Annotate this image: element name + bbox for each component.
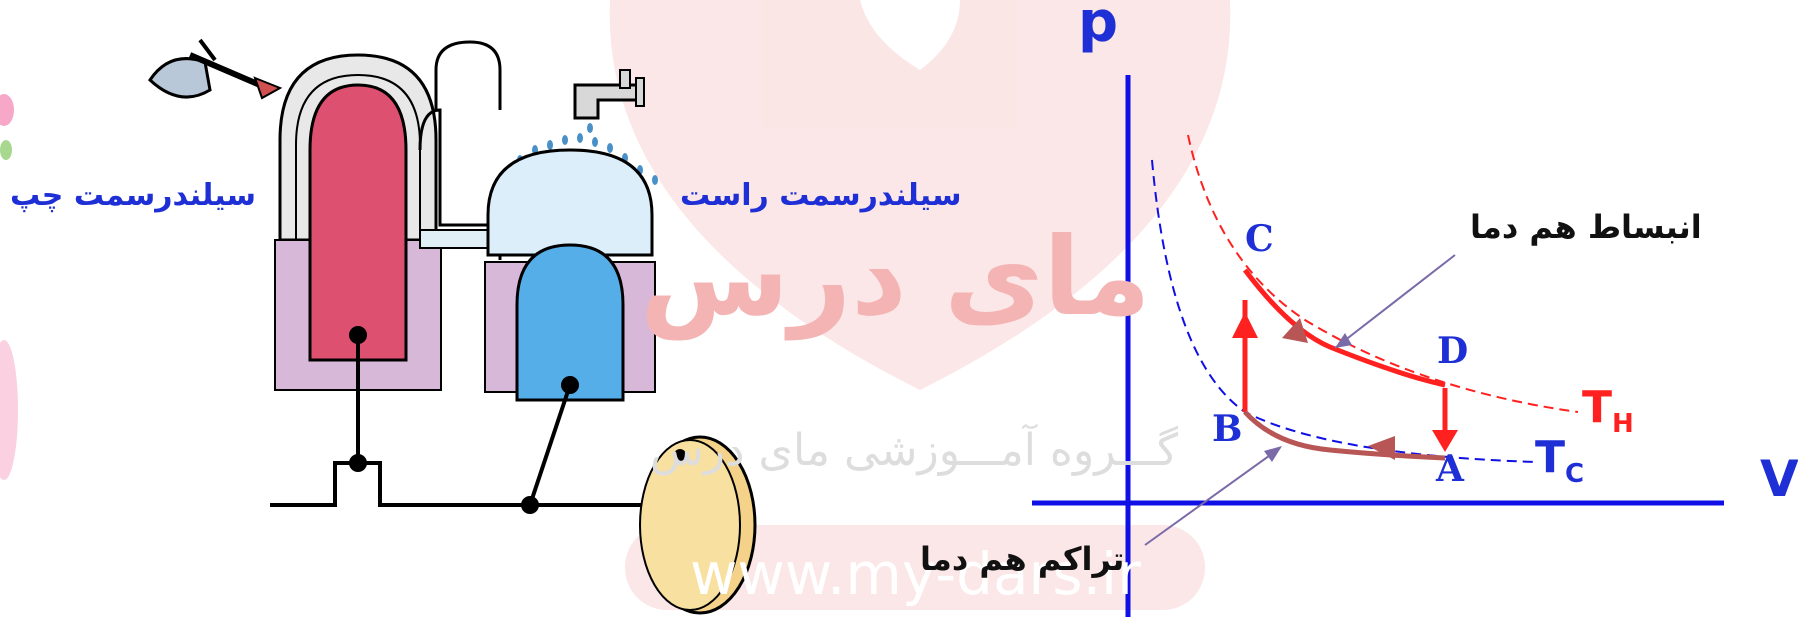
pv-diagram: [1032, 75, 1724, 617]
stirling-engine: [148, 38, 757, 615]
arrow-d-to-a: [1432, 430, 1458, 452]
temp-cold-subscript: C: [1565, 458, 1585, 489]
path-c-to-d: [1243, 268, 1446, 388]
water-tap-icon: [573, 69, 645, 120]
burner-icon: [148, 38, 283, 100]
watermark-logo-shape: [609, 0, 1231, 390]
watermark-url-pill: [625, 525, 1205, 610]
watermark-group-text: گـــروه آمـــوزشی مای درس: [650, 425, 1179, 476]
flywheel: [639, 435, 757, 615]
label-isothermal-compression: تراکم هم دما: [920, 540, 1125, 578]
temp-label-cold: TC: [1535, 432, 1584, 489]
watermark-url: www.my-dars.ir: [690, 540, 1141, 608]
point-label-c: C: [1245, 218, 1274, 260]
pointer-expansion: [1334, 254, 1456, 349]
left-cylinder: [274, 53, 442, 391]
flower-decoration: [0, 94, 18, 480]
arrow-b-to-c: [1232, 312, 1258, 338]
temp-label-hot: TH: [1582, 382, 1634, 439]
arrow-a-to-b: [1368, 436, 1395, 460]
isotherm-hot-dashed: [1187, 134, 1579, 413]
axis-label-v: V: [1760, 450, 1798, 508]
watermark-logo-heart: [860, 0, 960, 70]
label-left-cylinder: سیلندرسمت چپ: [10, 178, 257, 213]
label-right-cylinder: سیلندرسمت راست: [680, 178, 962, 213]
right-piston: [515, 243, 625, 402]
label-isothermal-expansion: انبساط هم دما: [1470, 208, 1702, 246]
point-label-a: A: [1436, 448, 1464, 490]
right-cylinder: [484, 148, 656, 402]
temp-cold-symbol: T: [1535, 432, 1566, 483]
temp-hot-subscript: H: [1612, 408, 1634, 439]
point-label-d: D: [1437, 330, 1469, 372]
arrow-c-to-d: [1282, 318, 1308, 343]
crank-linkage: [270, 326, 690, 514]
point-label-b: B: [1212, 408, 1243, 450]
temp-hot-symbol: T: [1582, 382, 1613, 433]
pointer-compression: [1144, 447, 1281, 546]
left-piston-chamber: [308, 83, 408, 362]
path-a-to-b: [1243, 410, 1446, 461]
axis-label-p: p: [1078, 0, 1119, 55]
watermark: [609, 0, 1231, 610]
watermark-logo-text: مای درس: [640, 215, 1151, 340]
